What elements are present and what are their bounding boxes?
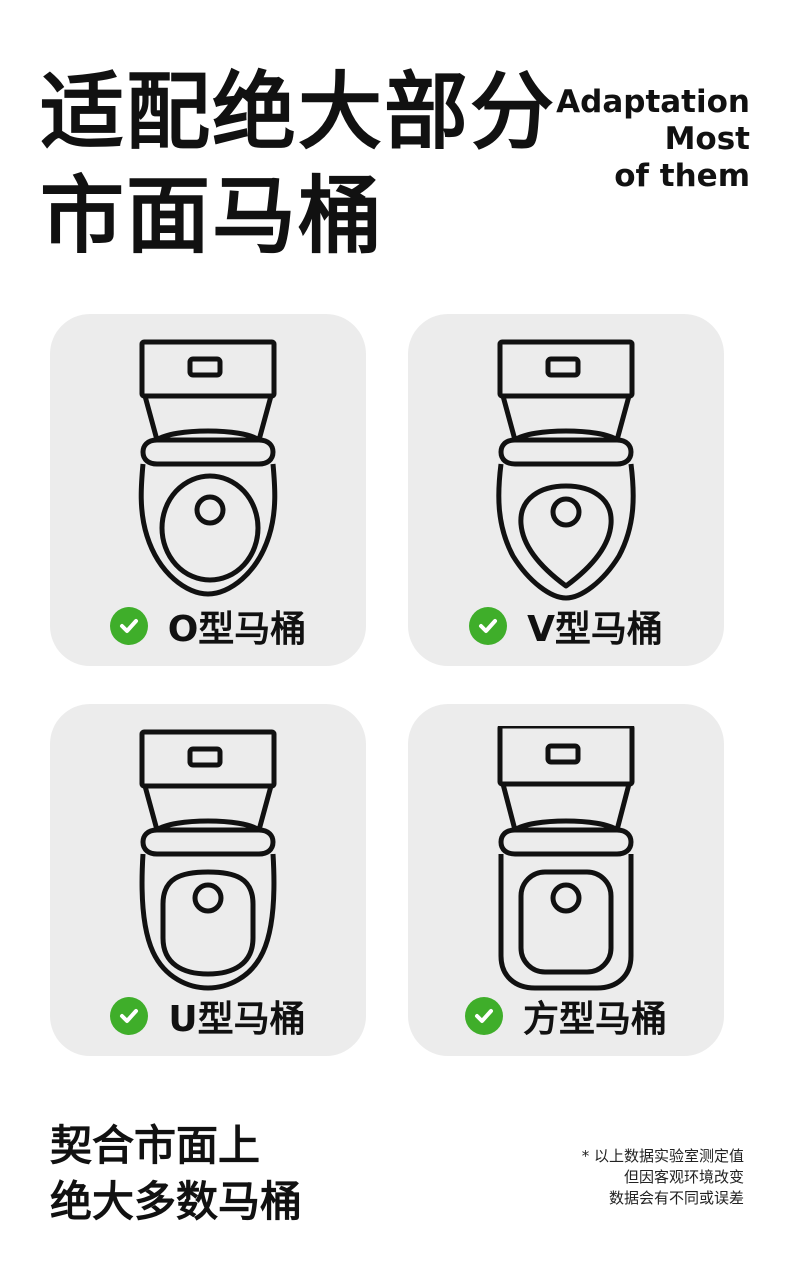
title-en-line3: of them bbox=[614, 158, 750, 194]
v-shape-toilet-icon bbox=[496, 339, 636, 601]
card-label: U型马桶 bbox=[50, 990, 366, 1042]
card-label-text: U型马桶 bbox=[168, 999, 306, 1040]
check-icon bbox=[110, 997, 149, 1035]
card-label-text: 方型马桶 bbox=[522, 999, 667, 1040]
check-icon bbox=[109, 607, 148, 645]
title-en-line1: Adaptation bbox=[556, 84, 750, 120]
footer-headline: 契合市面上 绝大多数马桶 bbox=[50, 1118, 302, 1230]
card-label-text: O型马桶 bbox=[167, 609, 307, 650]
card-o-shape: O型马桶 bbox=[50, 314, 366, 666]
note-line2: 但因客观环境改变 bbox=[623, 1168, 744, 1186]
page-title: 适配绝大部分 市面马桶 bbox=[40, 60, 556, 268]
u-shape-toilet-icon bbox=[139, 729, 277, 991]
card-label: 方型马桶 bbox=[408, 990, 724, 1042]
note-line3: 数据会有不同或误差 bbox=[608, 1189, 744, 1207]
square-shape-toilet-icon bbox=[497, 726, 635, 991]
card-v-shape: V型马桶 bbox=[408, 314, 724, 666]
english-subtitle: Adaptation Most of them bbox=[556, 84, 750, 195]
footer-line1: 契合市面上 bbox=[50, 1121, 261, 1170]
o-shape-toilet-icon bbox=[138, 339, 278, 597]
note-line1: * 以上数据实验室测定值 bbox=[581, 1147, 744, 1165]
card-u-shape: U型马桶 bbox=[50, 704, 366, 1056]
card-label-text: V型马桶 bbox=[527, 609, 663, 650]
footer-line2: 绝大多数马桶 bbox=[50, 1177, 303, 1226]
check-icon bbox=[469, 607, 508, 645]
check-icon bbox=[464, 997, 503, 1035]
footnote: * 以上数据实验室测定值 但因客观环境改变 数据会有不同或误差 bbox=[582, 1146, 744, 1209]
title-en-line2: Most bbox=[664, 121, 750, 157]
title-cn-line1: 适配绝大部分 bbox=[40, 63, 557, 161]
card-label: O型马桶 bbox=[50, 600, 366, 652]
card-label: V型马桶 bbox=[408, 600, 724, 652]
title-cn-line2: 市面马桶 bbox=[40, 167, 385, 265]
card-square-shape: 方型马桶 bbox=[408, 704, 724, 1056]
